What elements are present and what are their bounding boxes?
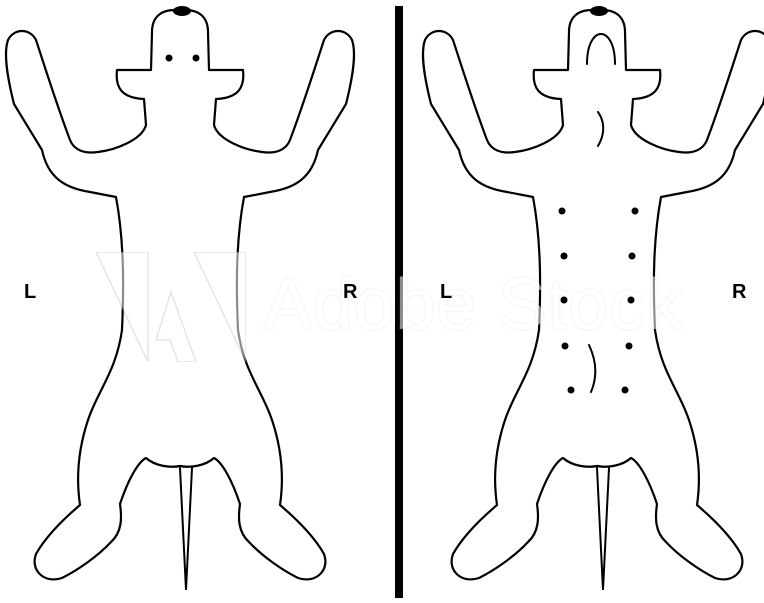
right-panel-right-label: R: [732, 282, 746, 302]
nipple-dot-5: [561, 297, 568, 304]
right-tail: [597, 468, 609, 590]
nipple-dot-6: [628, 297, 635, 304]
nipple-dot-1: [559, 208, 566, 215]
left-tail: [180, 468, 192, 590]
left-panel-right-label: R: [343, 282, 357, 302]
nipple-dot-9: [568, 387, 575, 394]
nipple-dot-7: [562, 343, 569, 350]
right-nose-mark: [590, 6, 608, 16]
nipple-dot-4: [629, 253, 636, 260]
left-figure: [6, 6, 354, 590]
left-body-outline: [6, 10, 354, 579]
right-eye-dot: [193, 55, 200, 62]
nipple-dot-3: [561, 253, 568, 260]
left-eye-dot: [166, 55, 173, 62]
right-body-outline: [423, 10, 764, 579]
left-nose-mark: [173, 6, 191, 16]
right-panel-left-label: L: [440, 282, 452, 302]
panel-divider: [395, 6, 403, 598]
right-figure: [423, 6, 764, 590]
nipple-dot-8: [626, 343, 633, 350]
nipple-dot-10: [622, 387, 629, 394]
left-panel-left-label: L: [24, 282, 36, 302]
nipple-dot-2: [632, 208, 639, 215]
